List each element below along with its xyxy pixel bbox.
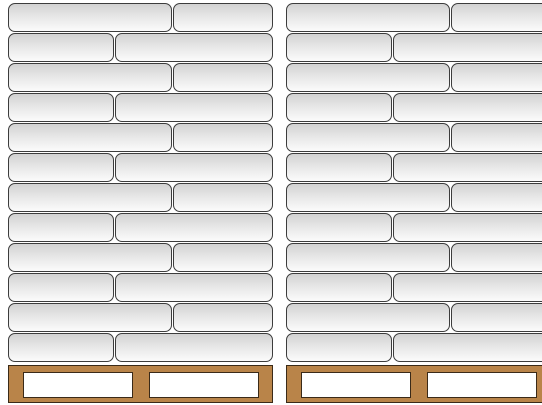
brick: [173, 3, 273, 32]
brick: [115, 33, 273, 62]
brick: [286, 93, 392, 122]
brick: [286, 183, 450, 212]
brick: [8, 213, 114, 242]
brick: [115, 333, 273, 362]
brick: [8, 243, 172, 272]
brick: [173, 303, 273, 332]
brick: [8, 93, 114, 122]
brick: [451, 123, 542, 152]
brick: [8, 63, 172, 92]
brick: [173, 183, 273, 212]
brick: [8, 273, 114, 302]
brick: [8, 153, 114, 182]
brick: [286, 153, 392, 182]
brick: [173, 243, 273, 272]
wooden-pallet: [286, 365, 542, 403]
brick: [393, 273, 542, 302]
brick: [451, 303, 542, 332]
brick: [115, 153, 273, 182]
brick: [451, 3, 542, 32]
brick: [286, 3, 450, 32]
brick: [393, 213, 542, 242]
pallet-stack-left: [8, 0, 273, 405]
brick: [8, 3, 172, 32]
brick: [173, 63, 273, 92]
brick: [451, 183, 542, 212]
brick: [8, 303, 172, 332]
brick: [115, 273, 273, 302]
pallet-fork-slot: [23, 372, 133, 398]
brick: [286, 303, 450, 332]
brick: [8, 33, 114, 62]
brick: [286, 33, 392, 62]
brick: [393, 33, 542, 62]
brick: [286, 63, 450, 92]
brick: [286, 213, 392, 242]
brick: [451, 243, 542, 272]
brick: [286, 123, 450, 152]
pallet-fork-slot: [149, 372, 259, 398]
pallet-fork-slot: [427, 372, 537, 398]
pallet-fork-slot: [301, 372, 411, 398]
brick: [286, 333, 392, 362]
brick: [115, 213, 273, 242]
brick: [451, 63, 542, 92]
brick: [173, 123, 273, 152]
brick: [286, 243, 450, 272]
brick: [8, 183, 172, 212]
brick: [8, 123, 172, 152]
brick: [8, 333, 114, 362]
brick: [393, 153, 542, 182]
pallet-stack-right: [286, 0, 542, 405]
brick: [286, 273, 392, 302]
brick: [393, 333, 542, 362]
brick: [115, 93, 273, 122]
brick: [393, 93, 542, 122]
wooden-pallet: [8, 365, 273, 403]
